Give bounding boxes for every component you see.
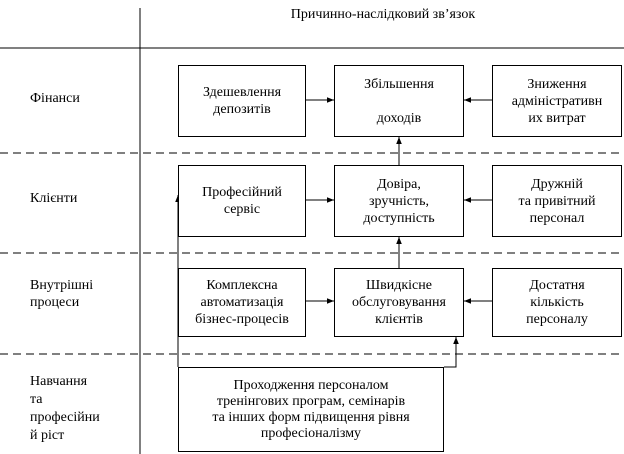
arrow-training-to-fast xyxy=(444,337,459,368)
box-income-growth: Збільшення доходів xyxy=(334,65,464,137)
box-enough-staff: Достатня кількість персоналу xyxy=(492,268,622,337)
box-training: Проходження персоналом тренінгових прогр… xyxy=(178,367,444,452)
perspective-finance: Фінанси xyxy=(30,91,80,106)
box-trust: Довіра, зручність, доступність xyxy=(334,165,464,237)
box-deposit-cost: Здешевлення депозитів xyxy=(178,65,306,137)
perspective-internal: Внутрішні процеси xyxy=(30,278,94,310)
box-friendly-staff: Дружній та привітний персонал xyxy=(492,165,622,237)
box-admin-costs: Зниження адміністративн их витрат xyxy=(492,65,622,137)
diagram-header: Причинно-наслідковий зв’язок xyxy=(290,7,476,22)
box-automation: Комплексна автоматизація бізнес-процесів xyxy=(178,268,306,337)
box-fast-service: Швидкісне обслуговування клієнтів xyxy=(334,268,464,337)
perspective-learning: Навчання та професійни й ріст xyxy=(30,374,100,443)
box-prof-service: Професійний сервіс xyxy=(178,165,306,237)
perspective-clients: Клієнти xyxy=(30,191,78,206)
